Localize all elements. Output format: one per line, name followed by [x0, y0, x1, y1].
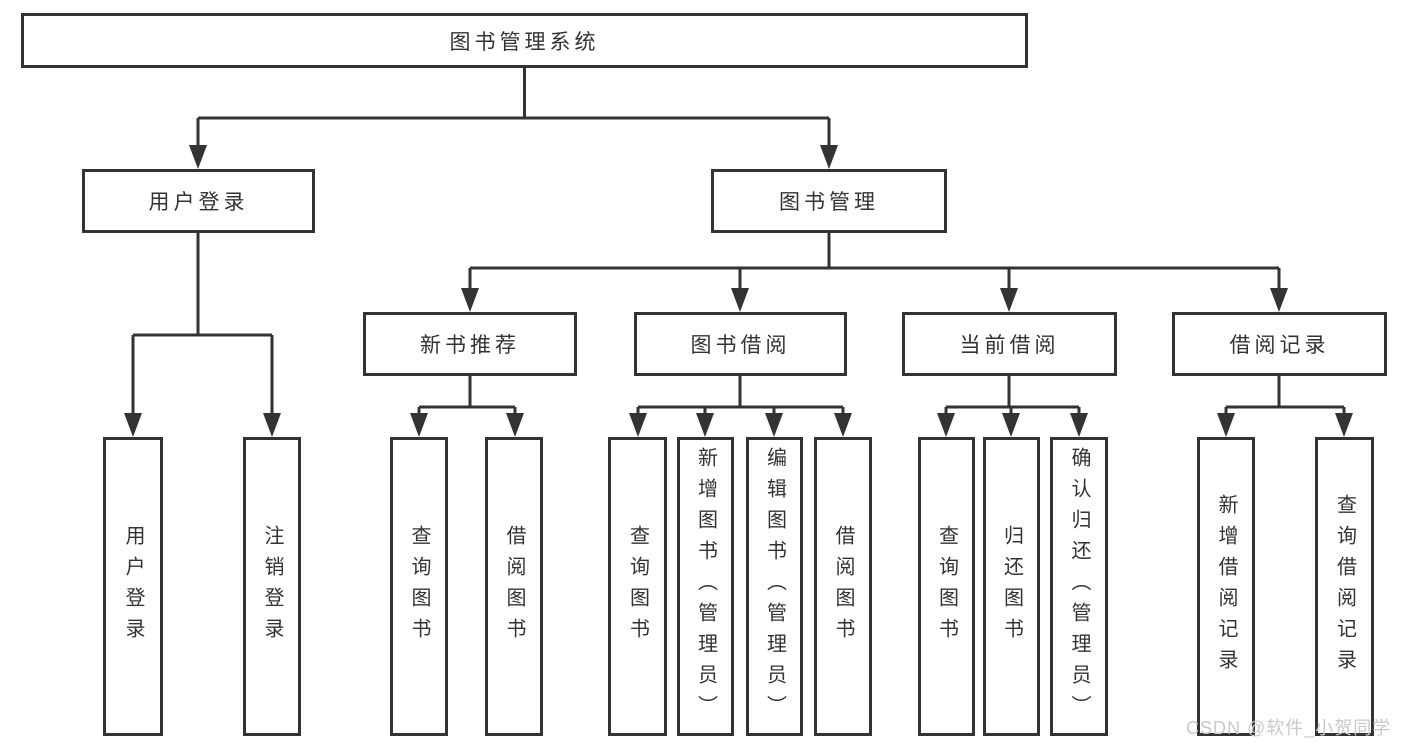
leaf-add-borrow-record: 新增借阅记录 [1197, 437, 1255, 736]
leaf-return-books: 归还图书 [983, 437, 1040, 736]
leaf-query-books-recommend: 查询图书 [390, 437, 448, 736]
node-book-borrowing: 图书借阅 [634, 312, 847, 376]
node-new-book-recommendation: 新书推荐 [363, 312, 577, 376]
leaf-confirm-return-admin: 确认归还（管理员） [1050, 437, 1108, 736]
leaf-borrow-books: 借阅图书 [814, 437, 872, 736]
leaf-query-books-borrowing: 查询图书 [608, 437, 667, 736]
leaf-query-borrow-record: 查询借阅记录 [1315, 437, 1374, 736]
leaf-query-books-current: 查询图书 [918, 437, 975, 736]
node-library-management-system: 图书管理系统 [21, 13, 1028, 68]
node-current-borrowing: 当前借阅 [902, 312, 1117, 376]
leaf-logout: 注销登录 [243, 437, 301, 736]
leaf-borrow-books-recommend: 借阅图书 [485, 437, 543, 736]
leaf-add-books-admin: 新增图书（管理员） [677, 437, 734, 736]
node-book-management: 图书管理 [711, 169, 947, 233]
leaf-edit-books-admin: 编辑图书（管理员） [746, 437, 803, 736]
csdn-watermark: CSDN @软件_小贺同学 [1186, 718, 1392, 738]
leaf-user-login: 用户登录 [103, 437, 163, 736]
node-user-login: 用户登录 [82, 169, 315, 233]
node-borrowing-records: 借阅记录 [1172, 312, 1387, 376]
